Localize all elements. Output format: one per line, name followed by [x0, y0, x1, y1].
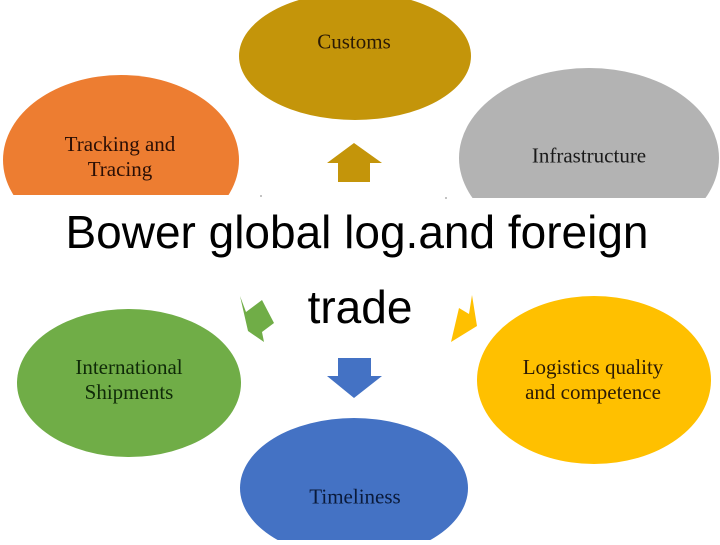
tracking-label-line-2: Tracing [87, 157, 153, 181]
customs-node-label: Customs [317, 30, 391, 55]
tracking-label-line-1: Tracking and [64, 132, 176, 156]
timeliness-node-label: Timeliness [309, 485, 400, 510]
infrastructure-label-line-1: Infrastructure [531, 143, 647, 168]
logistics-quality-node-shape [477, 296, 711, 464]
timeliness-node-shape [240, 418, 468, 545]
arrow-down-icon [327, 358, 382, 398]
customs-label-line-1: Customs [317, 29, 391, 54]
customs-node-shape [239, 0, 471, 120]
logistics-quality-label-line-2: and competence [525, 380, 661, 404]
international-shipments-node-shape [17, 309, 241, 457]
international-shipments-label-line-2: Shipments [84, 380, 174, 404]
tracking-and-tracing-node-label: Tracking and Tracing [65, 132, 176, 182]
logistics-quality-node-label: Logistics quality and competence [523, 355, 664, 405]
arrow-down-right-icon [451, 295, 477, 342]
infrastructure-node-shape [459, 68, 719, 198]
center-title-line-1: Bower global log.and foreign [65, 206, 649, 258]
international-shipments-node-label: International Shipments [75, 355, 182, 405]
logistics-quality-label-line-1: Logistics quality [522, 355, 664, 379]
infrastructure-node-label: Infrastructure [532, 144, 646, 169]
arrow-up-icon [327, 143, 382, 182]
decorative-dot [260, 195, 262, 197]
international-shipments-label-line-1: International [75, 355, 183, 379]
arrow-down-left-icon [240, 296, 274, 342]
center-title-line-2: trade [307, 281, 413, 333]
timeliness-label-line-1: Timeliness [309, 484, 401, 509]
decorative-dot [445, 197, 447, 199]
tracking-and-tracing-node-shape [3, 75, 239, 195]
